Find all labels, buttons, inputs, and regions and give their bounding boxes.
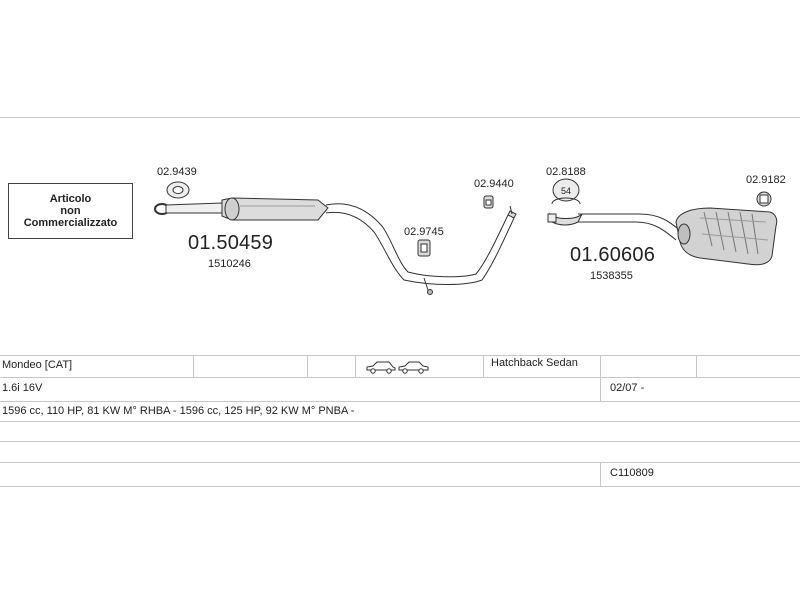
rear-silencer <box>675 207 778 266</box>
part-code-02-9182[interactable]: 02.9182 <box>746 174 786 186</box>
not-commercialized-box: Articolo non Commercializzato <box>8 183 133 239</box>
column-divider <box>307 355 308 377</box>
part-ref-1538355: 1538355 <box>590 270 633 282</box>
front-pipe-body <box>165 202 223 214</box>
hatchback-icon <box>366 361 396 374</box>
car-icons <box>366 361 429 374</box>
table-divider <box>0 441 800 442</box>
bracket-02-9182 <box>756 191 772 207</box>
part-code-02-9440[interactable]: 02.9440 <box>474 178 514 190</box>
part-code-01-60606[interactable]: 01.60606 <box>570 244 656 266</box>
front-pipe <box>154 202 223 215</box>
rear-pipe <box>578 213 683 241</box>
date-range: 02/07 - <box>610 382 645 394</box>
part-code-02-9439[interactable]: 02.9439 <box>157 166 197 178</box>
front-silencer <box>221 197 329 221</box>
part-code-02-9745[interactable]: 02.9745 <box>404 226 444 238</box>
clamp-02-8188: 54 <box>549 178 583 226</box>
column-divider <box>483 355 484 377</box>
table-divider <box>0 355 800 356</box>
top-divider <box>0 117 800 118</box>
table-divider <box>0 462 800 463</box>
part-code-02-8188[interactable]: 02.8188 <box>546 166 586 178</box>
part-code-01-50459[interactable]: 01.50459 <box>188 232 274 254</box>
body-types: Hatchback Sedan <box>491 357 578 369</box>
column-divider <box>600 462 601 486</box>
not-sold-line3: Commercializzato <box>23 217 118 229</box>
table-divider <box>0 401 800 402</box>
mid-pipe <box>325 203 517 285</box>
exhaust-diagram: 54 <box>154 178 778 295</box>
table-divider <box>0 377 800 378</box>
rear-connector <box>547 213 557 223</box>
column-divider <box>193 355 194 377</box>
part-ref-1510246: 1510246 <box>208 258 251 270</box>
engine-details: 1596 cc, 110 HP, 81 KW M° RHBA - 1596 cc… <box>2 405 355 417</box>
column-divider <box>600 377 601 401</box>
column-divider <box>355 355 356 377</box>
table-divider <box>0 421 800 422</box>
clamp-badge: 54 <box>561 186 571 196</box>
column-divider <box>696 355 697 377</box>
table-divider <box>0 486 800 487</box>
gasket-02-9439 <box>166 181 190 199</box>
sedan-icon <box>398 361 429 374</box>
not-sold-line2: non <box>60 205 81 217</box>
hanger-02-9745 <box>417 239 433 295</box>
column-divider <box>600 355 601 377</box>
hanger-02-9440 <box>483 195 513 215</box>
model-name: Mondeo [CAT] <box>2 359 73 371</box>
engine-type: 1.6i 16V <box>2 382 43 394</box>
not-sold-line1: Articolo <box>49 193 92 205</box>
catalog-code: C110809 <box>610 467 654 479</box>
